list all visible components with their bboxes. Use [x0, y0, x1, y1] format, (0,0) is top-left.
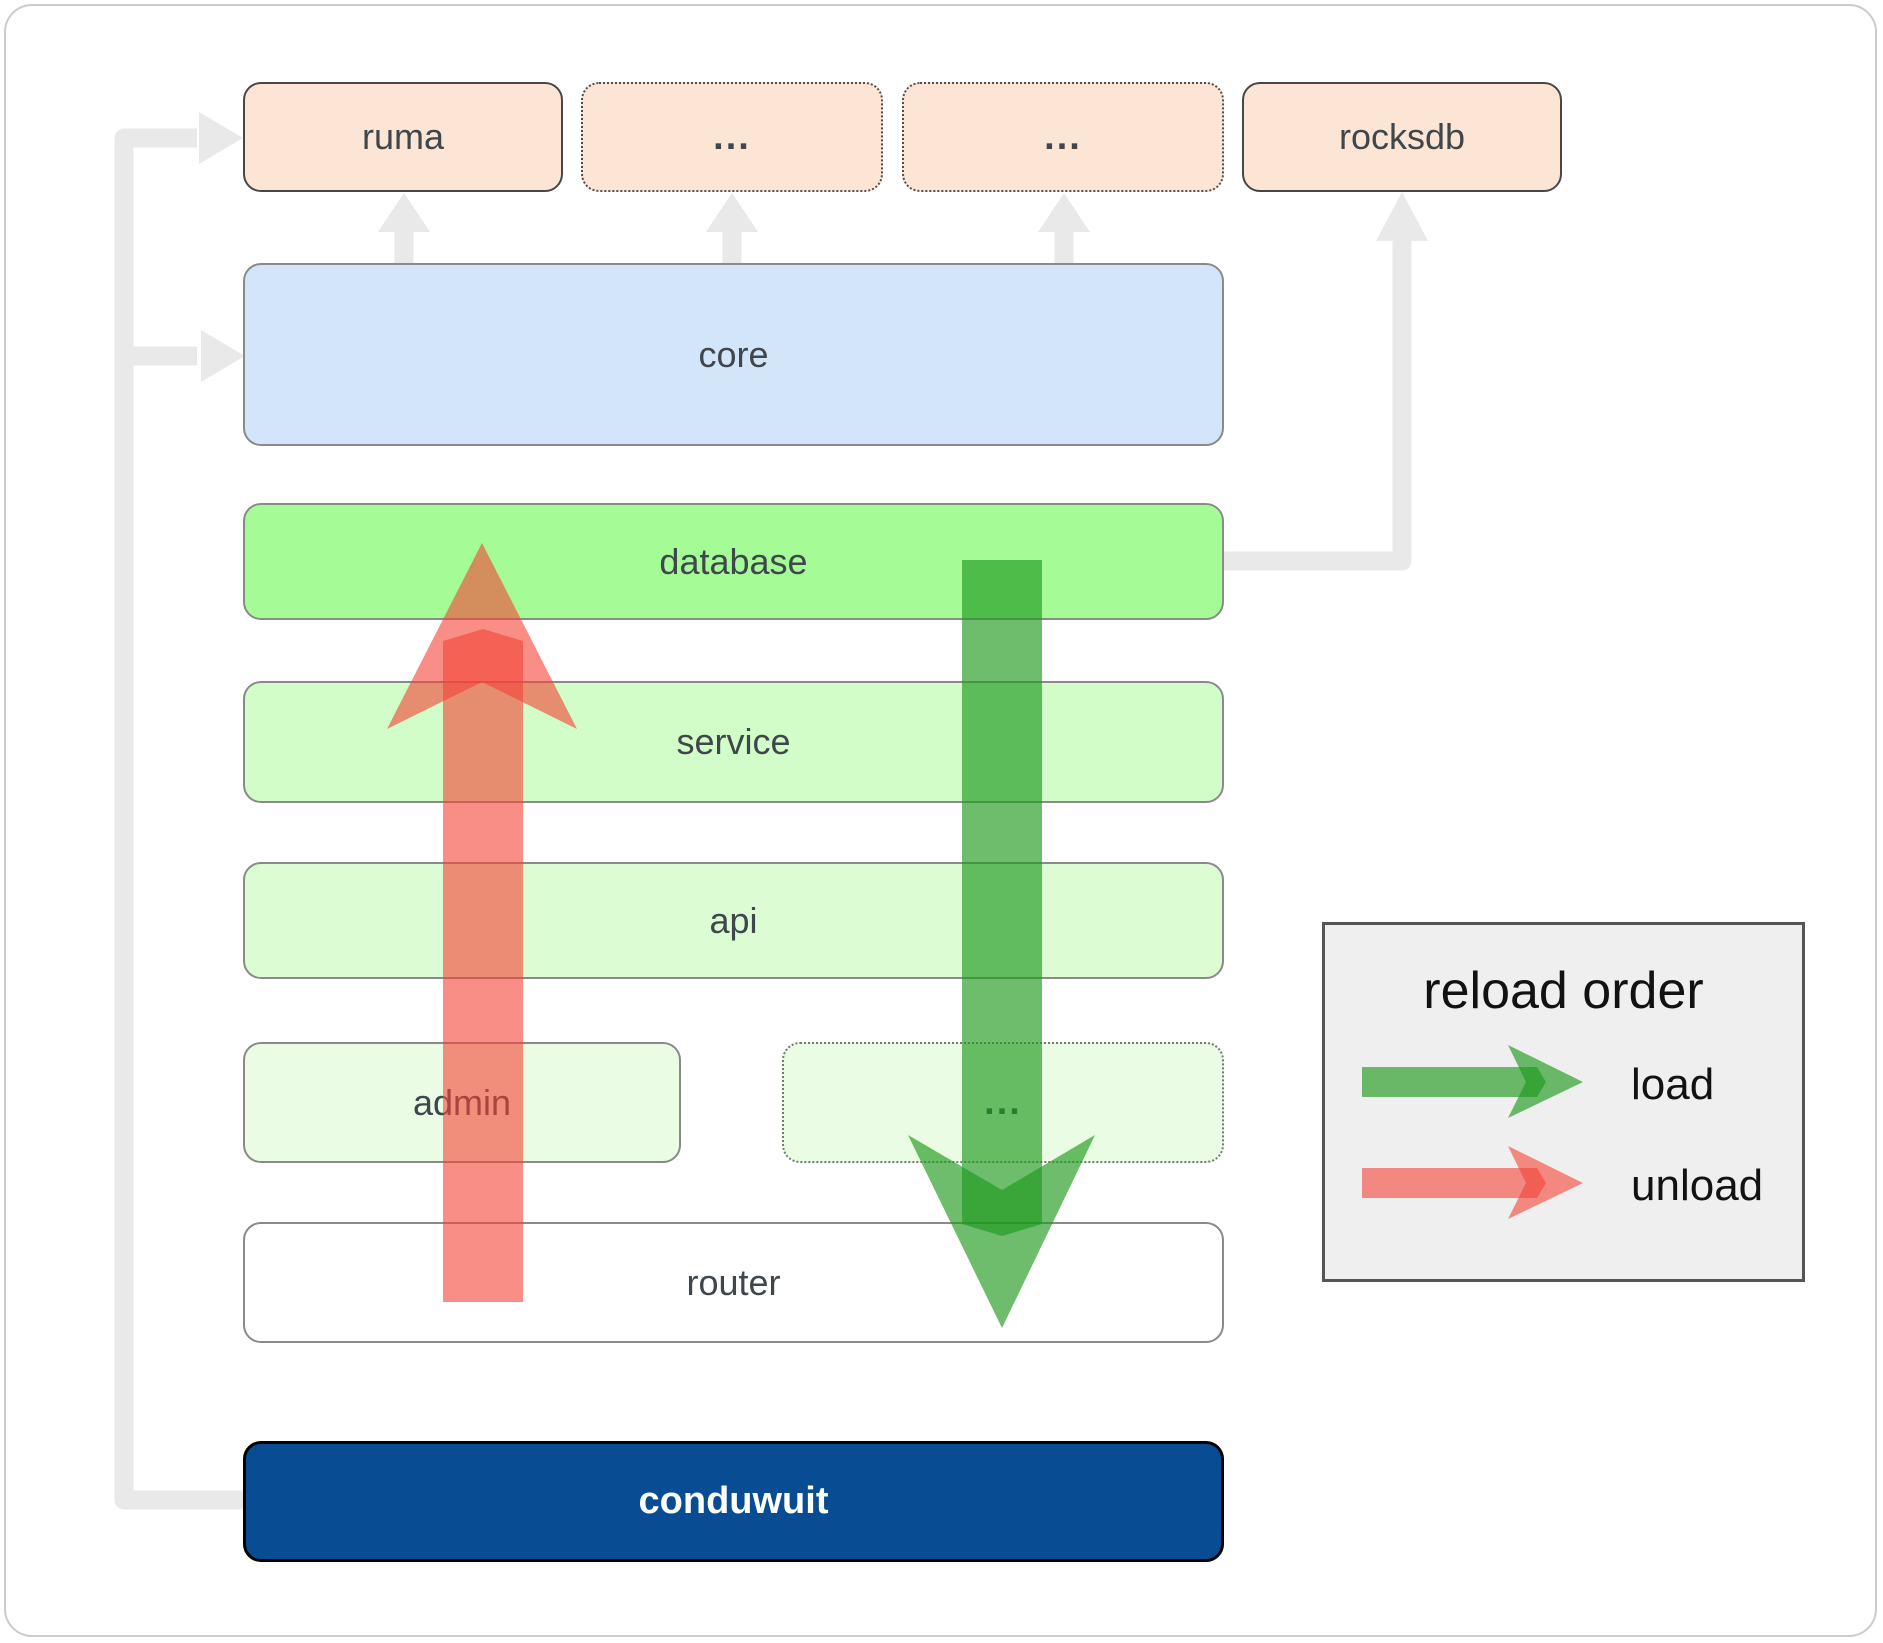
node-ruma: ruma	[243, 82, 563, 192]
node-admin-label: admin	[412, 1081, 512, 1123]
node-ellipsis-3: ...	[782, 1042, 1224, 1163]
node-core-label: core	[698, 333, 769, 375]
node-api: api	[243, 862, 1224, 979]
node-router-label: router	[686, 1261, 781, 1303]
node-ellipsis-1-label: ...	[713, 115, 751, 158]
node-ruma-label: ruma	[361, 116, 445, 157]
legend-box: reload order load unload	[1322, 922, 1805, 1282]
node-ellipsis-1: ...	[581, 82, 883, 192]
node-conduwuit-label: conduwuit	[638, 1480, 829, 1522]
node-api-label: api	[709, 899, 758, 941]
node-ellipsis-3-label: ...	[984, 1081, 1022, 1123]
node-ellipsis-2-label: ...	[1044, 115, 1082, 158]
node-router: router	[243, 1222, 1224, 1343]
node-conduwuit: conduwuit	[243, 1441, 1224, 1562]
node-database: database	[243, 503, 1224, 620]
node-core: core	[243, 263, 1224, 446]
legend-title: reload order	[1423, 962, 1704, 1020]
node-service: service	[243, 681, 1224, 803]
node-service-label: service	[676, 721, 791, 762]
diagram-outer-frame	[4, 4, 1877, 1637]
node-ellipsis-2: ...	[902, 82, 1224, 192]
node-rocksdb: rocksdb	[1242, 82, 1562, 192]
node-admin: admin	[243, 1042, 681, 1163]
node-rocksdb-label: rocksdb	[1338, 116, 1466, 157]
node-database-label: database	[659, 540, 808, 582]
